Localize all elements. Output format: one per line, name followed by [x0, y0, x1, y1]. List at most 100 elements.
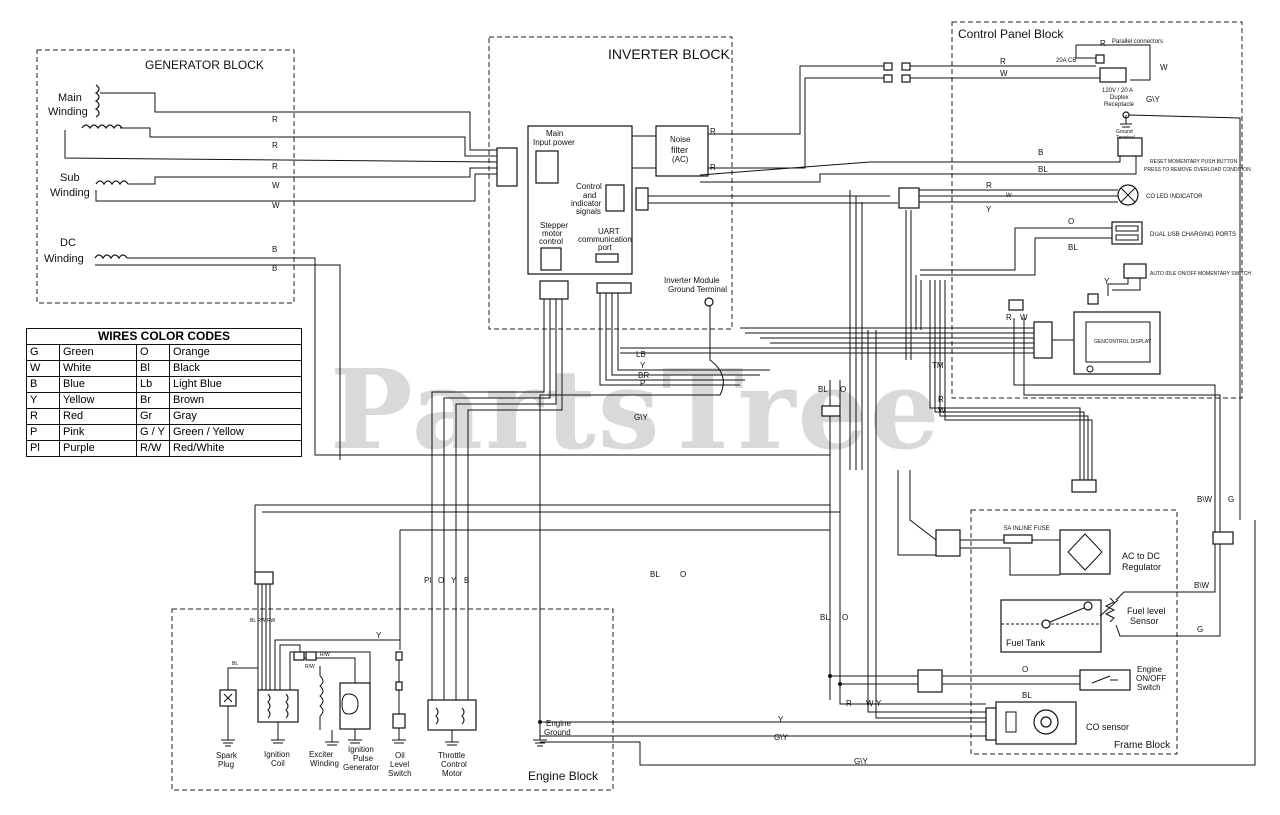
stepper-label: Stepper [540, 221, 568, 230]
wire [227, 667, 258, 740]
inverter-ground-label: Ground Terminal [668, 285, 727, 294]
oil-switch-label: Oil [395, 751, 405, 760]
auto-idle-switch [1123, 263, 1147, 279]
display-label: GENCONTROL DISPLAY [1094, 339, 1152, 345]
legend-color: Blue [59, 376, 137, 393]
wire-label: W [1020, 313, 1028, 322]
stepper-label: motor [542, 229, 563, 238]
legend-code: R [26, 408, 60, 425]
main-winding-label-2: Winding [48, 106, 88, 118]
stepper-connector [540, 247, 562, 271]
wire-label: BL [1022, 691, 1032, 700]
wire-label: R [272, 115, 278, 124]
ground-symbol [221, 739, 235, 747]
pulse-generator-label: Generator [343, 763, 379, 772]
co-sensor-chip [1005, 711, 1017, 733]
sub-winding-label-2: Winding [50, 187, 90, 199]
throttle-label: Motor [442, 769, 463, 778]
inverter-block-title: INVERTER BLOCK [608, 46, 731, 62]
legend-code: G [26, 344, 60, 361]
inverter-input-connector [496, 147, 518, 187]
wire-label: O [680, 570, 686, 579]
wire-label: W [938, 406, 946, 415]
control-signals-label: and [583, 191, 596, 200]
exciter-label: Winding [310, 759, 339, 768]
engine-switch [1079, 669, 1131, 691]
float-pivot [1041, 619, 1051, 629]
co-led-cross [1120, 187, 1136, 203]
ground-terminal-label: Ground [1116, 129, 1133, 135]
circuit-breaker-label: 20A CB [1056, 58, 1076, 64]
wire [919, 189, 1118, 203]
regulator-label: AC to DC [1122, 551, 1161, 561]
ignition-coil [257, 689, 299, 723]
control-signals-label: Control [576, 182, 602, 191]
wire-label: Y [451, 576, 457, 585]
reset-label: PRESS TO REMOVE OVERLOAD CONDITION [1144, 167, 1251, 173]
legend-color: Light Blue [169, 376, 302, 393]
wire [1128, 114, 1241, 520]
bus-label: BR [638, 371, 649, 380]
noise-filter-label: (AC) [672, 155, 689, 164]
oil-switch-connector [395, 681, 403, 691]
usb-port [1115, 225, 1139, 232]
engine-switch-label: Engine [1137, 665, 1162, 674]
wire-label: R [272, 162, 278, 171]
pulse-generator-label: Ignition [348, 745, 374, 754]
main-input-label: Main [546, 129, 563, 138]
legend-title: WIRES COLOR CODES [26, 328, 302, 345]
legend-color: Green [59, 344, 137, 361]
float-arm [1049, 607, 1085, 623]
regulator-harness-connector [1071, 479, 1097, 493]
wire-label: Y [376, 631, 382, 640]
ground-symbol [392, 728, 406, 744]
legend-color: Purple [59, 440, 137, 457]
wire-label: R [272, 141, 278, 150]
wire-label: BL [232, 661, 238, 667]
co-sensor-center [1040, 716, 1052, 728]
wire [897, 470, 1060, 576]
control-panel-title: Control Panel Block [958, 27, 1064, 41]
wire-label: R [986, 181, 992, 190]
exciter-winding [319, 675, 324, 717]
middle-harness [254, 330, 877, 700]
control-signals-label: indicator [571, 199, 602, 208]
co-led-label: CO LED INDICATOR [1146, 194, 1203, 200]
inverter-harness [431, 293, 770, 700]
wire [540, 520, 1256, 766]
wire-label: W [272, 201, 280, 210]
main-input-connector [535, 150, 559, 184]
engine-harness-connector [254, 571, 274, 585]
wire-label: R/W [320, 652, 330, 658]
receptacle-label: Receptacle [1104, 102, 1135, 108]
generator-block [36, 49, 295, 304]
junction [838, 682, 842, 686]
wire-label: Y [1104, 277, 1110, 286]
wire [257, 584, 271, 700]
legend-color: Green / Yellow [169, 424, 302, 441]
frame-block-title: Frame Block [1114, 740, 1171, 751]
wire-label-r: R [1100, 39, 1106, 48]
engine-ground-point [538, 720, 542, 724]
wire-label-r: R [1000, 57, 1006, 66]
wire-label-gy: G\Y [1146, 95, 1160, 104]
usb-port [1115, 234, 1139, 241]
wire-label: R/W [305, 664, 315, 670]
legend-code: Br [136, 392, 170, 409]
legend-color: Pink [59, 424, 137, 441]
parallel-connector [883, 74, 893, 83]
legend-color: White [59, 360, 137, 377]
watermark-tm: TM [932, 361, 944, 370]
wire [1115, 544, 1221, 637]
wire-label: BL RW RW [250, 618, 275, 624]
ignition-coil-label: Ignition [264, 750, 290, 759]
main-winding-label-1: Main [58, 92, 82, 104]
bus-label: Y [640, 361, 646, 370]
wire-label: O [1022, 665, 1028, 674]
co-sensor-connector [985, 707, 997, 741]
wire-connector [305, 651, 317, 661]
control-harness-connector [635, 187, 649, 211]
